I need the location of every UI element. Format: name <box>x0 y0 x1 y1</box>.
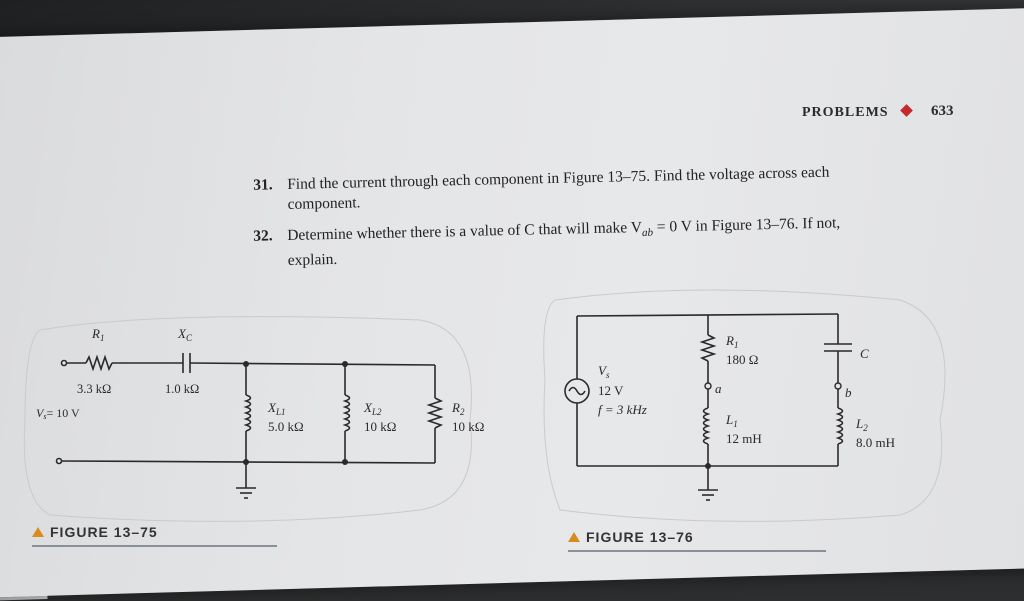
fig76-ac-source-icon <box>564 378 590 404</box>
fig75-Vs-label: Vs= 10 V <box>36 406 80 421</box>
caption-rule <box>568 550 826 552</box>
fig76-Vs-label: Vs <box>598 363 610 380</box>
fig75-R2-value: 10 kΩ <box>452 419 484 434</box>
fig75-XC-label: XC <box>177 326 193 343</box>
fig76-L1-inductor <box>702 407 711 445</box>
fig76-L1-value: 12 mH <box>726 431 762 446</box>
fig76-L2-label: L2 <box>855 416 868 433</box>
fig76-sine-wave-icon <box>568 386 586 396</box>
figure-76-caption: FIGURE 13–76 <box>568 529 694 545</box>
fig75-node <box>243 459 249 465</box>
fig76-R1-value: 180 Ω <box>726 352 758 367</box>
fig75-XL2-value: 10 kΩ <box>364 419 396 434</box>
fig75-R2-resistor <box>426 397 444 429</box>
fig76-R1-resistor <box>699 334 717 362</box>
fig75-XL1-label: XL1 <box>267 400 285 417</box>
circuit-diagrams: R1 3.3 kΩ XC 1.0 kΩ Vs= 10 V XL1 5.0 kΩ … <box>23 289 946 522</box>
page-number: 633 <box>931 103 954 119</box>
fig76-L1-label: L1 <box>725 412 738 429</box>
caption-rule <box>32 545 277 547</box>
fig76-b-label: b <box>845 385 852 400</box>
fig76-Vs-frequency: f = 3 kHz <box>598 402 647 417</box>
fig76-C-label: C <box>860 346 869 361</box>
caption-triangle-icon <box>32 527 44 537</box>
fig75-node <box>342 459 348 465</box>
fig75-R1-label: R1 <box>91 326 104 343</box>
fig76-Vs-value: 12 V <box>598 383 624 398</box>
fig75-XL1-inductor <box>243 394 252 432</box>
fig75-R1-value: 3.3 kΩ <box>77 382 111 396</box>
caption-triangle-icon <box>568 532 580 542</box>
fig75-node <box>342 361 348 367</box>
running-header: PROBLEMS <box>802 105 889 120</box>
fig76-L2-value: 8.0 mH <box>856 435 895 450</box>
fig75-terminal-bottom <box>55 457 63 465</box>
fig75-node <box>243 361 249 367</box>
figure-75-caption: FIGURE 13–75 <box>32 524 158 540</box>
fig76-node-b <box>834 382 842 390</box>
fig75-R1-resistor <box>85 354 113 372</box>
fig75-outline <box>23 316 472 522</box>
fig75-R2-label: R2 <box>451 400 465 417</box>
fig75-terminal-top <box>60 359 68 367</box>
fig75-XL2-inductor <box>342 394 351 432</box>
fig75-XL2-label: XL2 <box>363 400 382 417</box>
fig75-circuit <box>55 353 444 499</box>
fig76-L2-inductor <box>835 407 844 445</box>
fig75-XC-value: 1.0 kΩ <box>165 382 199 396</box>
fig75-XL1-value: 5.0 kΩ <box>268 419 304 434</box>
fig76-node-a <box>704 382 712 390</box>
fig76-node <box>705 463 711 469</box>
fig76-R1-label: R1 <box>725 333 738 350</box>
fig76-outline <box>543 289 946 522</box>
fig76-a-label: a <box>715 381 722 396</box>
